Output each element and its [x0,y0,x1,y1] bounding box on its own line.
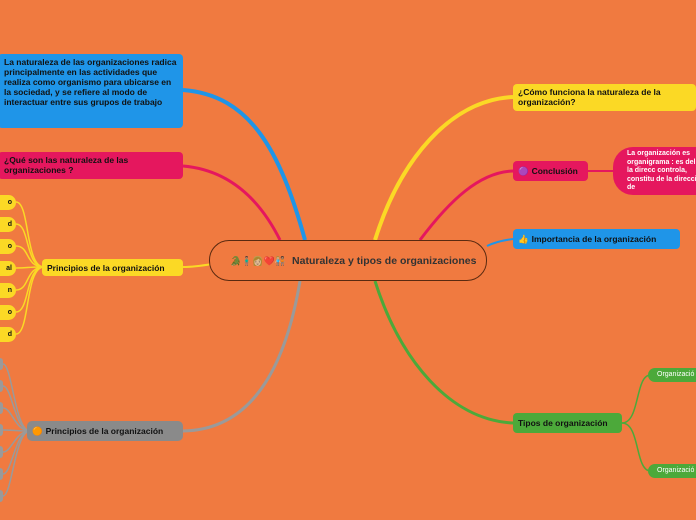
topic-types[interactable]: Tipos de organización [513,413,622,433]
leaf-text: d [7,221,12,228]
topic-principles-gray[interactable]: 🟠Principios de la organización [27,421,183,441]
type-item-text: Organizació [657,467,695,474]
type-item[interactable]: Organizació [648,464,696,478]
leaf-text: d [7,331,12,338]
leaf-pill-gray[interactable] [0,446,3,458]
topic-principles-yellow[interactable]: Principios de la organización [42,259,183,276]
leaf-text: o [7,309,12,316]
topic-types-text: Tipos de organización [518,418,608,428]
purple-circle-icon: 🟣 [518,166,529,176]
orange-circle-icon: 🟠 [32,426,43,436]
topic-conclusion-text: Conclusión [531,166,578,176]
leaf-pill[interactable]: d [0,327,16,342]
topic-principles-yellow-text: Principios de la organización [47,262,165,273]
topic-question[interactable]: ¿Qué son las naturaleza de las organizac… [0,152,183,179]
emoji-decoration: 🐊🧍🏽‍♂️👩🏼❤️🧑🏼‍🤝‍🧑🏽 [230,255,287,266]
central-title: Naturaleza y tipos de organizaciones [292,254,477,267]
leaf-pill-gray[interactable] [0,490,3,502]
central-topic[interactable]: 🐊🧍🏽‍♂️👩🏼❤️🧑🏼‍🤝‍🧑🏽 Naturaleza y tipos de … [209,240,487,281]
leaf-pill-gray[interactable] [0,358,3,370]
leaf-pill[interactable]: o [0,305,16,320]
leaf-text: o [7,243,12,250]
type-item[interactable]: Organizació [648,368,696,382]
topic-how[interactable]: ¿Cómo funciona la naturaleza de la organ… [513,84,696,111]
leaf-pill-gray[interactable] [0,424,3,436]
leaf-pill[interactable]: o [0,239,16,254]
leaf-pill[interactable]: d [0,217,16,232]
topic-definition-text: La naturaleza de las organizaciones radi… [4,57,177,107]
type-item-text: Organizació [657,371,695,378]
topic-conclusion[interactable]: 🟣Conclusión [513,161,588,181]
leaf-text: o [7,199,12,206]
thumbs-up-icon: 👍 [518,234,529,244]
topic-principles-gray-text: Principios de la organización [45,426,164,436]
topic-definition[interactable]: La naturaleza de las organizaciones radi… [0,54,183,128]
topic-importance-text: Importancia de la organización [531,234,657,244]
leaf-text: n [7,287,12,294]
leaf-pill[interactable]: o [0,195,16,210]
leaf-pill-gray[interactable] [0,402,3,414]
conclusion-detail[interactable]: La organización es organigrama : es del … [613,147,696,195]
leaf-text: al [6,265,12,272]
topic-question-text: ¿Qué son las naturaleza de las organizac… [4,155,129,175]
leaf-pill[interactable]: n [0,283,16,298]
topic-importance[interactable]: 👍Importancia de la organización [513,229,680,249]
leaf-pill-gray[interactable] [0,380,3,392]
leaf-pill[interactable]: al [0,261,16,276]
conclusion-detail-text: La organización es organigrama : es del … [627,150,696,191]
leaf-pill-gray[interactable] [0,468,3,480]
topic-how-text: ¿Cómo funciona la naturaleza de la organ… [518,87,661,107]
